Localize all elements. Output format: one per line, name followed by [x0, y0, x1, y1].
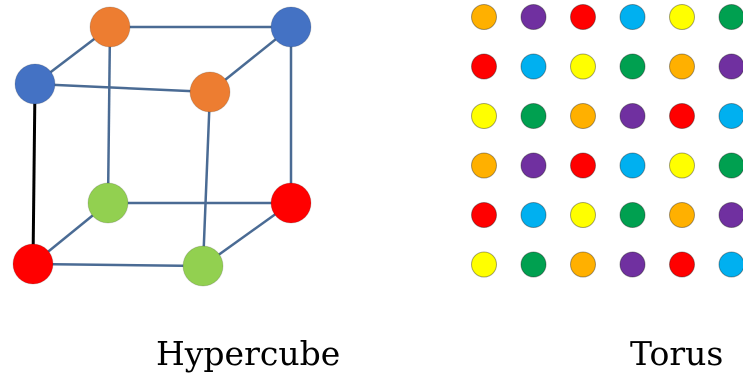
torus-node-r1-c1 [471, 4, 497, 30]
torus-node-r3-c2 [520, 103, 547, 129]
hypercube-edge-back-top-left-to-back-bottom-left [106, 26, 112, 204]
hypercube-edges [31, 25, 293, 268]
torus-node-r4-c4 [619, 152, 646, 179]
torus-node-r6-c1 [471, 251, 497, 278]
torus-node-r5-c2 [520, 202, 547, 228]
torus-node-r5-c6 [718, 202, 743, 228]
torus-node-r3-c3 [570, 103, 596, 129]
torus-node-r3-c6 [718, 103, 743, 129]
hypercube-edge-front-top-left-to-front-bottom-left [31, 83, 37, 265]
hypercube-node-back-bottom-right [270, 182, 312, 224]
hypercube-node-front-bottom-left [12, 243, 54, 285]
torus-node-r4-c2 [520, 152, 547, 179]
torus-node-r6-c3 [570, 251, 596, 278]
torus-node-r5-c3 [570, 202, 596, 228]
hypercube-node-front-top-right [189, 71, 231, 113]
torus-node-r5-c4 [619, 202, 646, 228]
torus-node-r2-c4 [619, 53, 646, 80]
torus-node-r2-c3 [570, 53, 596, 80]
torus-node-r4-c3 [570, 152, 596, 179]
hypercube-edge-front-top-right-to-front-bottom-right [201, 91, 212, 267]
torus-node-r6-c4 [619, 251, 646, 278]
hypercube-edge-front-top-left-to-front-top-right [34, 82, 211, 94]
torus-node-r6-c6 [718, 251, 743, 278]
torus-node-r3-c5 [669, 103, 695, 129]
torus-node-r6-c5 [669, 251, 695, 278]
hypercube-node-front-bottom-right [182, 245, 224, 287]
hypercube-node-back-top-left [89, 6, 131, 48]
hypercube-node-back-bottom-left [87, 182, 129, 224]
torus-node-r5-c1 [471, 202, 497, 228]
torus-node-r1-c3 [570, 4, 596, 30]
torus-node-r2-c5 [669, 53, 695, 80]
hypercube-edge-front-bottom-left-to-front-bottom-right [32, 262, 204, 268]
hypercube-diagram [12, 6, 312, 287]
hypercube-nodes [12, 6, 312, 287]
torus-node-r3-c4 [619, 103, 646, 129]
torus-diagram [471, 4, 743, 278]
torus-node-r1-c2 [520, 4, 547, 30]
torus-node-r2-c6 [718, 53, 743, 80]
torus-node-r1-c4 [619, 4, 646, 30]
torus-node-r2-c1 [471, 53, 497, 80]
torus-node-r5-c5 [669, 202, 695, 228]
torus-node-r4-c5 [669, 152, 695, 179]
torus-node-r4-c6 [718, 152, 743, 179]
torus-caption: Torus [630, 334, 724, 373]
torus-node-r2-c2 [520, 53, 547, 80]
torus-node-r6-c2 [520, 251, 547, 278]
hypercube-node-front-top-left [14, 63, 56, 105]
hypercube-caption: Hypercube [156, 334, 341, 373]
torus-node-r1-c5 [669, 4, 695, 30]
torus-node-r1-c6 [718, 4, 743, 30]
hypercube-node-back-top-right [270, 6, 312, 48]
torus-node-r3-c1 [471, 103, 497, 129]
torus-node-r4-c1 [471, 152, 497, 179]
